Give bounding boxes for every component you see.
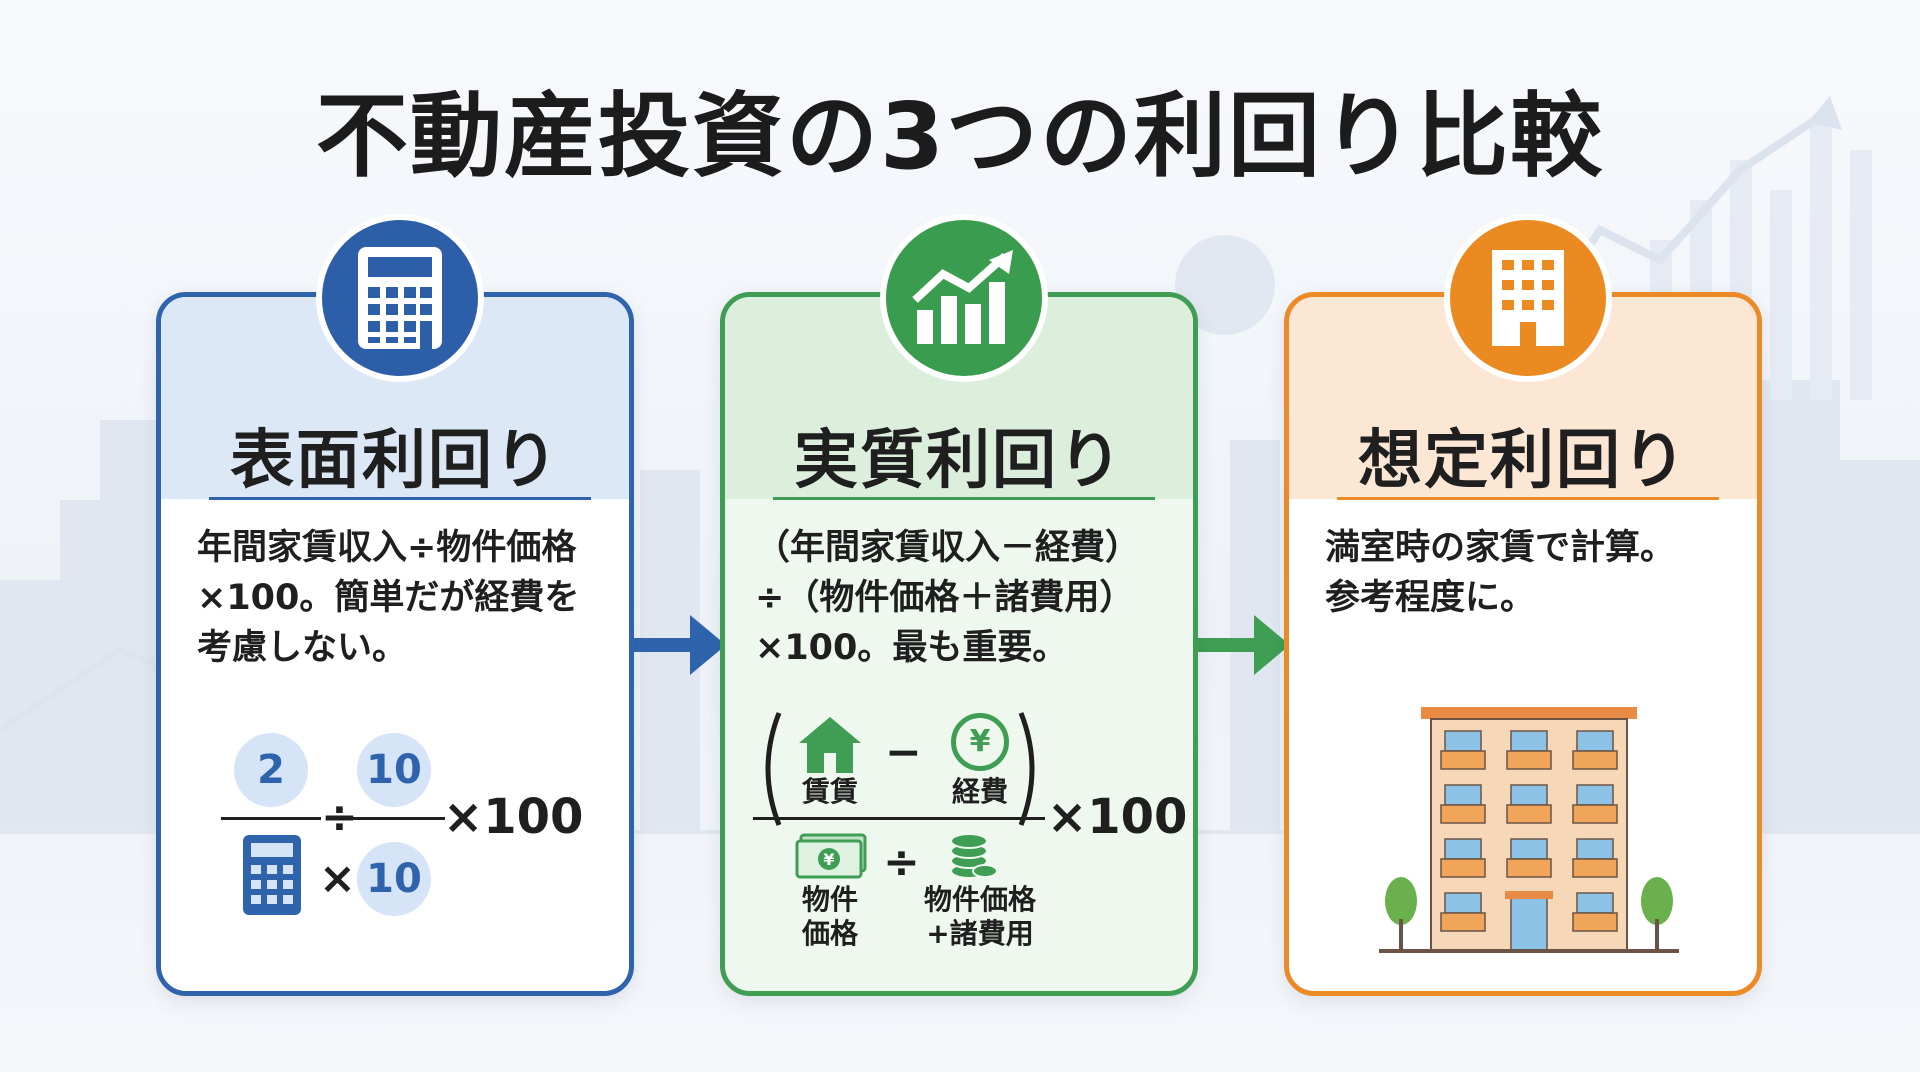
title-underline — [773, 497, 1155, 500]
times-sign: × — [319, 853, 356, 904]
formula-surface-yield: 2 10 ÷ ×100 × 10 — [161, 297, 629, 991]
numerator-a: 2 — [234, 733, 308, 807]
building-badge — [1444, 214, 1612, 382]
rent-label: 賃賃 — [801, 775, 858, 808]
card-assumed-yield: 想定利回り 満室時の家賃で計算。 参考程度に。 — [1284, 292, 1762, 996]
card-description: 満室時の家賃で計算。 参考程度に。 — [1325, 528, 1676, 618]
card-surface-yield: 表面利回り 年間家賃収入÷物件価格 ×100。簡単だが経費を 考慮しない。 2 … — [156, 292, 634, 996]
card-real-yield: 実質利回り （年間家賃収入－経費） ÷（物件価格＋諸費用） ×100。最も重要。… — [720, 292, 1198, 996]
expense-label: 経費 — [951, 775, 1008, 808]
growth-chart-icon — [912, 250, 1013, 344]
minus-sign: − — [885, 727, 922, 778]
card-description: （年間家賃収入－経費） ÷（物件価格＋諸費用） ×100。最も重要。 — [755, 528, 1141, 668]
page-title: 不動産投資の3つの利回り比較 — [315, 83, 1604, 190]
title-underline — [1337, 497, 1719, 500]
svg-text:¥: ¥ — [823, 850, 834, 869]
card-title: 表面利回り — [230, 424, 560, 498]
yen-coin-icon: ¥ — [951, 713, 1009, 771]
price-label: 物件 価格 — [801, 883, 858, 950]
title-underline — [209, 497, 591, 500]
calculator-icon — [243, 835, 301, 915]
banknote-icon: ¥ — [795, 833, 867, 879]
divide-sign: ÷ — [883, 837, 920, 888]
card-description: 年間家賃収入÷物件価格 ×100。簡単だが経費を 考慮しない。 — [197, 528, 580, 668]
denominator-b: 10 — [357, 842, 431, 916]
arrow-right-icon — [1194, 615, 1290, 675]
arrow-right-icon — [630, 615, 726, 675]
calculator-icon — [358, 247, 442, 349]
card-title: 想定利回り — [1358, 424, 1688, 498]
coin-stack-icon — [950, 833, 998, 879]
price-plus-costs-label: 物件価格 +諸費用 — [923, 883, 1036, 950]
divide-sign: ÷ — [321, 792, 358, 843]
fraction-line — [341, 817, 445, 820]
card-title: 実質利回り — [794, 424, 1124, 498]
fraction-line — [221, 817, 321, 820]
calculator-badge — [316, 214, 484, 382]
numerator-b: 10 — [357, 733, 431, 807]
close-paren — [1018, 712, 1035, 826]
house-icon — [799, 717, 861, 773]
times-100: ×100 — [443, 789, 584, 845]
times-100: ×100 — [1047, 789, 1188, 845]
growth-chart-badge — [880, 214, 1048, 382]
fraction-line — [753, 817, 1045, 820]
apartment-building-icon — [1379, 707, 1679, 953]
open-paren — [765, 712, 782, 826]
building-icon — [1492, 250, 1564, 346]
